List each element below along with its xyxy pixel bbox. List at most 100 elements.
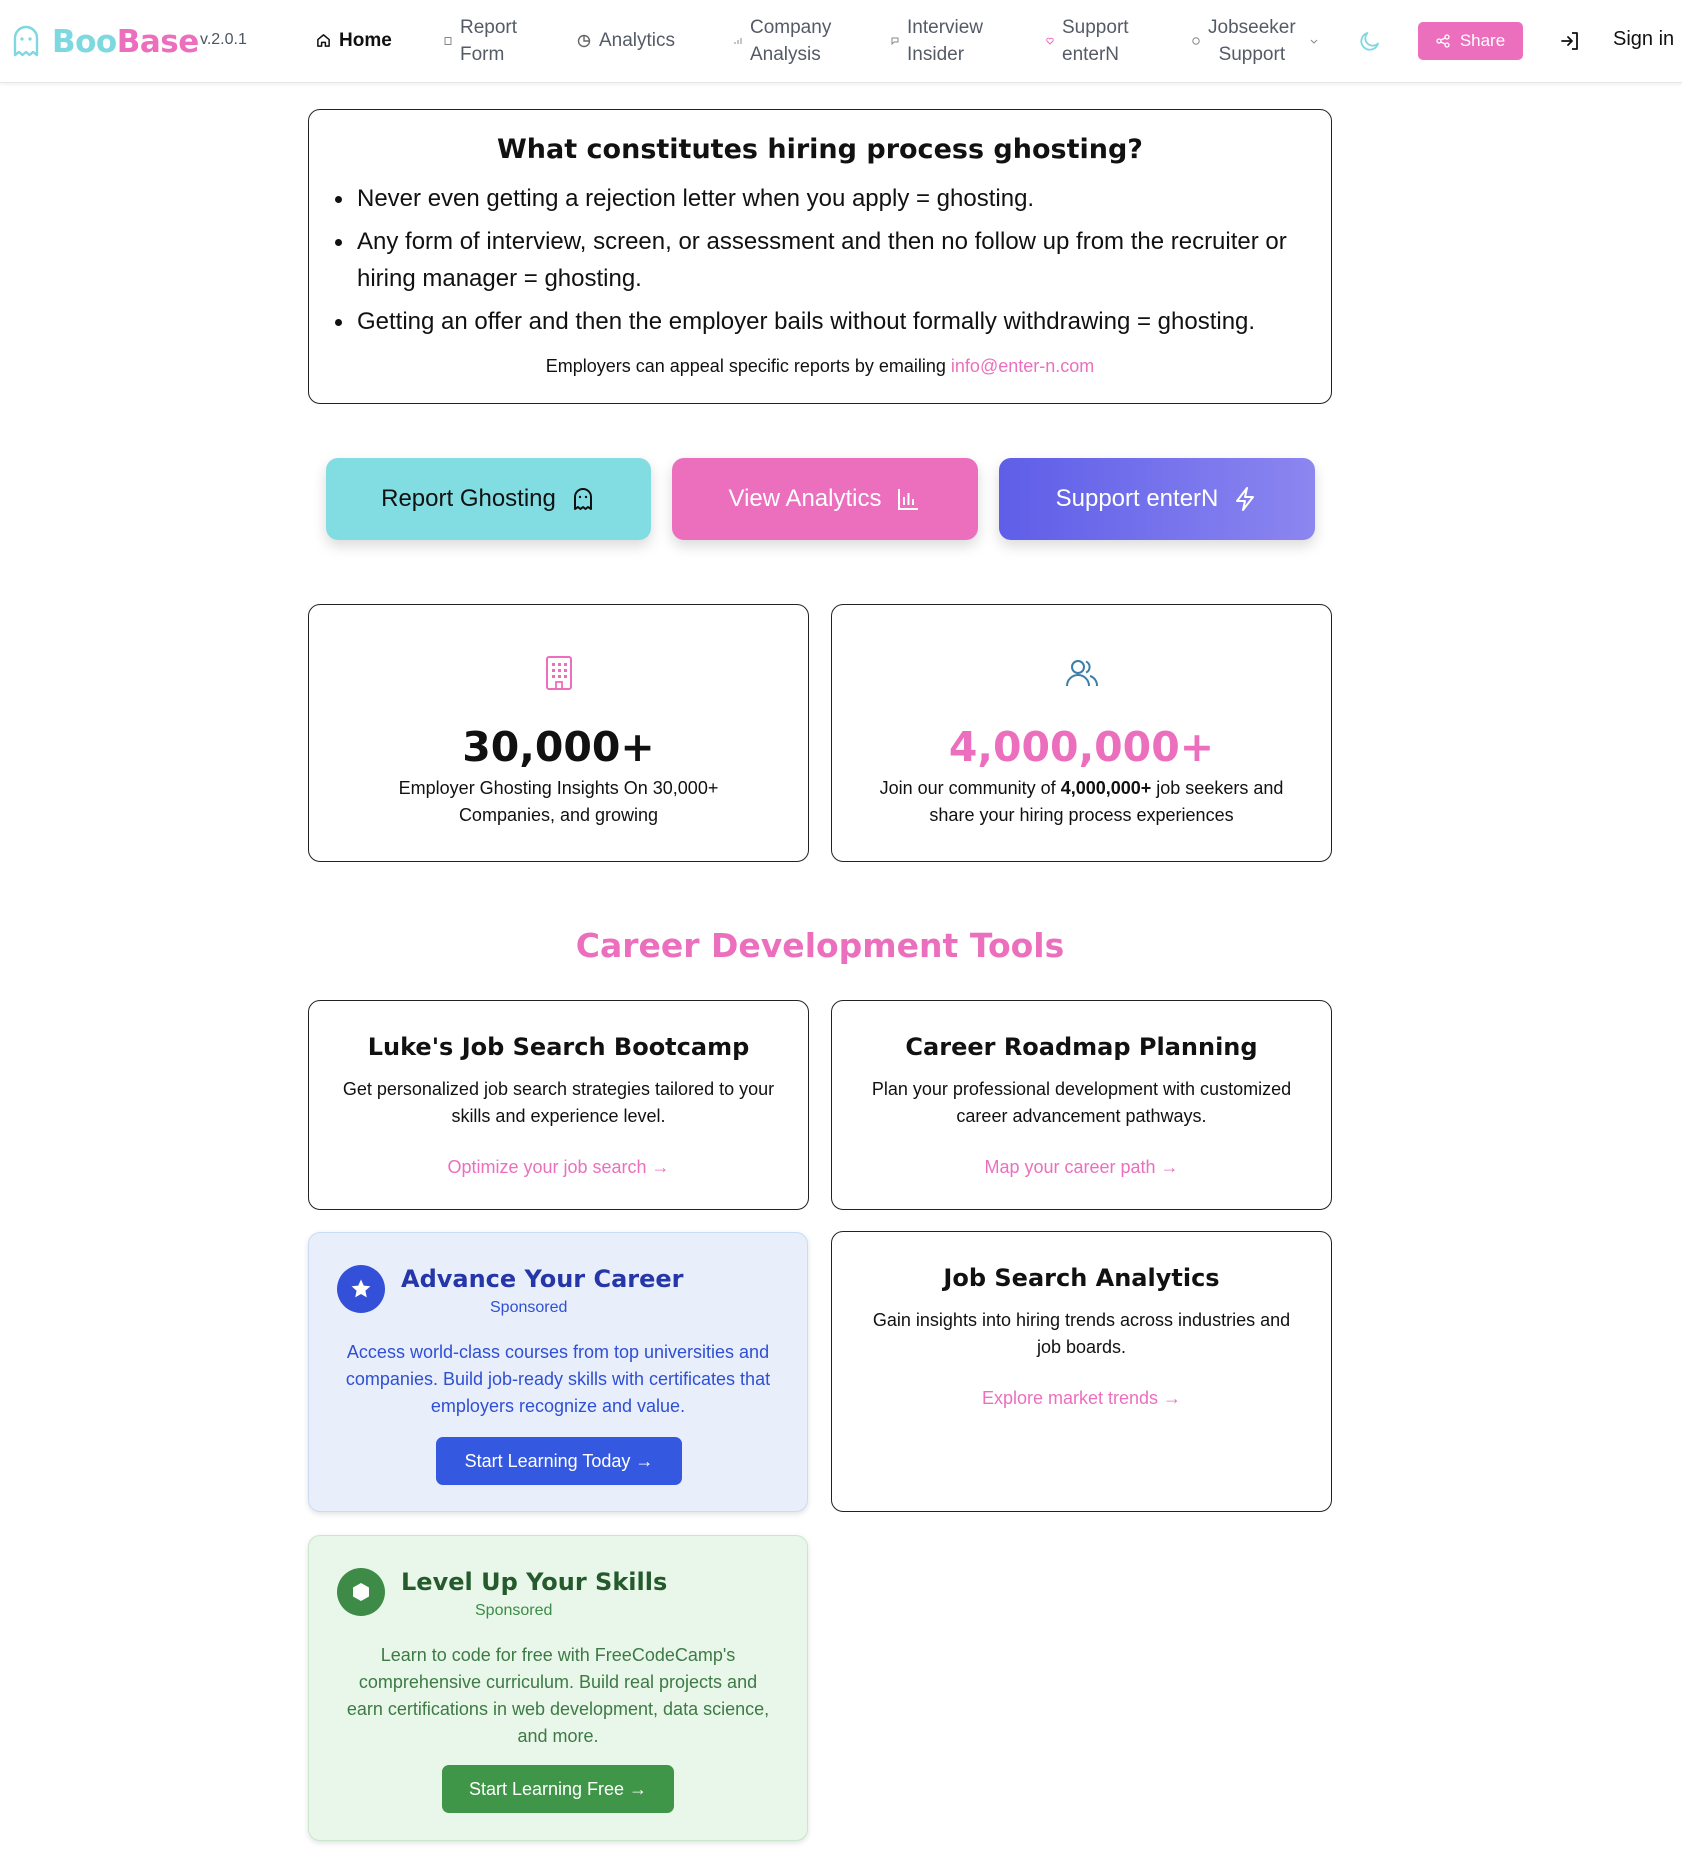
view-analytics-button[interactable]: View Analytics: [672, 458, 978, 540]
star-badge: [337, 1265, 385, 1313]
bootcamp-title: Luke's Job Search Bootcamp: [367, 1033, 750, 1061]
ghosting-bullet: Any form of interview, screen, or assess…: [335, 223, 1307, 297]
brand-name-part2: Base: [116, 24, 200, 60]
star-icon: [351, 1279, 371, 1298]
ghosting-bullet: Never even getting a rejection letter wh…: [335, 180, 1307, 217]
top-navbar: BooBase v.2.0.1 Home Report Form Analyti…: [0, 0, 1682, 83]
appeal-text: Employers can appeal specific reports by…: [545, 356, 951, 376]
community-count: 4,000,000+: [948, 723, 1215, 771]
ghosting-list: Never even getting a rejection letter wh…: [335, 180, 1307, 346]
companies-desc: Employer Ghosting Insights On 30,000+ Co…: [398, 778, 719, 825]
levelup-sponsored-tag: Sponsored: [475, 1602, 553, 1619]
nav-company-analysis-label: Company Analysis: [750, 14, 831, 68]
support-entern-button[interactable]: Support enterN: [999, 458, 1315, 540]
appeal-email-link[interactable]: info@enter-n.com: [950, 356, 1095, 376]
nav-jobseeker-support-line2: Support: [1218, 44, 1286, 65]
nav-home[interactable]: Home: [316, 27, 392, 54]
report-ghosting-label: Report Ghosting: [381, 485, 556, 512]
nav-home-label: Home: [339, 30, 392, 51]
report-ghosting-button[interactable]: Report Ghosting: [326, 458, 651, 540]
job-analytics-title: Job Search Analytics: [943, 1264, 1220, 1292]
nav-support-entern[interactable]: Support enterN: [1046, 14, 1129, 68]
start-learning-free-button[interactable]: Start Learning Free →: [442, 1765, 674, 1813]
nav-interview-insider[interactable]: Interview Insider: [891, 14, 983, 68]
roadmap-card[interactable]: Career Roadmap Planning Plan your profes…: [831, 1000, 1332, 1210]
help-circle-icon: [1192, 37, 1200, 45]
nav-support-entern-label: Support enterN: [1062, 14, 1129, 68]
ghosting-definition-box: What constitutes hiring process ghosting…: [308, 109, 1332, 404]
brand-name: BooBase: [52, 24, 199, 60]
pie-chart-icon: [577, 34, 591, 47]
home-icon: [317, 34, 330, 47]
level-up-sponsored-card[interactable]: Level Up Your Skills Sponsored Learn to …: [308, 1535, 808, 1841]
share-button[interactable]: Share: [1418, 22, 1523, 60]
nav-support-entern-line2: enterN: [1062, 44, 1120, 65]
nav-report-form[interactable]: Report Form: [444, 14, 517, 68]
nav-jobseeker-support-label: Jobseeker Support: [1208, 14, 1296, 68]
document-icon: [444, 37, 452, 45]
nav-report-form-line1: Report: [460, 17, 518, 38]
brand-logo[interactable]: BooBase: [12, 20, 199, 64]
ghosting-bullet: Getting an offer and then the employer b…: [335, 303, 1307, 340]
building-icon: [545, 656, 572, 690]
job-analytics-link[interactable]: Explore market trends →: [981, 1388, 1182, 1408]
advance-desc: Access world-class courses from top univ…: [345, 1342, 771, 1416]
job-analytics-desc: Gain insights into hiring trends across …: [872, 1310, 1291, 1357]
start-learning-today-button[interactable]: Start Learning Today →: [436, 1437, 682, 1485]
community-stat-card: 4,000,000+ Join our community of 4,000,0…: [831, 604, 1332, 862]
users-icon: [1065, 660, 1098, 687]
ghost-icon: [13, 25, 39, 57]
roadmap-link[interactable]: Map your career path →: [984, 1157, 1179, 1177]
companies-stat-card: 30,000+ Employer Ghosting Insights On 30…: [308, 604, 809, 862]
sign-in-link[interactable]: Sign in: [1613, 28, 1675, 50]
advance-career-sponsored-card[interactable]: Advance Your Career Sponsored Access wor…: [308, 1232, 808, 1512]
share-icon: [1436, 34, 1450, 48]
nav-report-form-line2: Form: [460, 44, 505, 65]
advance-sponsored-tag: Sponsored: [490, 1299, 568, 1316]
nav-company-analysis[interactable]: Company Analysis: [734, 14, 831, 68]
nav-jobseeker-support-line1: Jobseeker: [1208, 17, 1296, 38]
community-desc-part1: Join our community of: [879, 778, 1061, 798]
view-analytics-label: View Analytics: [728, 485, 882, 512]
nav-interview-insider-line1: Interview: [907, 17, 984, 38]
bar-chart-icon: [734, 38, 742, 44]
bootcamp-card[interactable]: Luke's Job Search Bootcamp Get personali…: [308, 1000, 809, 1210]
nav-report-form-label: Report Form: [460, 14, 517, 68]
levelup-desc: Learn to code for free with FreeCodeCamp…: [346, 1645, 770, 1746]
ghosting-title: What constitutes hiring process ghosting…: [497, 134, 1143, 165]
companies-count: 30,000+: [462, 723, 655, 771]
bootcamp-link[interactable]: Optimize your job search →: [447, 1157, 670, 1177]
roadmap-title: Career Roadmap Planning: [905, 1033, 1258, 1061]
version-label: v.2.0.1: [200, 31, 247, 48]
heart-icon: [1046, 37, 1054, 45]
nav-company-analysis-line2: Analysis: [750, 44, 821, 65]
community-desc-part2: job seekers and share your hiring proces…: [929, 778, 1284, 825]
login-icon[interactable]: [1558, 29, 1582, 53]
chat-icon: [891, 37, 899, 45]
community-desc: Join our community of 4,000,000+ job see…: [872, 775, 1291, 829]
support-entern-label: Support enterN: [1055, 485, 1219, 512]
nav-analytics-label: Analytics: [599, 30, 676, 51]
bootcamp-desc: Get personalized job search strategies t…: [342, 1079, 775, 1126]
community-desc-bold: 4,000,000+: [1060, 778, 1152, 798]
brand-name-part1: Boo: [52, 24, 117, 60]
hexagon-badge: [337, 1568, 385, 1616]
roadmap-desc: Plan your professional development with …: [871, 1079, 1292, 1126]
hexagon-icon: [353, 1583, 369, 1601]
moon-icon[interactable]: [1358, 29, 1382, 53]
career-tools-heading: Career Development Tools: [575, 926, 1065, 965]
nav-company-analysis-line1: Company: [750, 17, 832, 38]
lightning-icon: [1236, 487, 1255, 511]
levelup-title: Level Up Your Skills: [401, 1568, 668, 1596]
nav-interview-insider-line2: Insider: [907, 44, 965, 65]
appeal-note: Employers can appeal specific reports by…: [309, 356, 1331, 377]
nav-analytics[interactable]: Analytics: [577, 27, 675, 54]
nav-jobseeker-support[interactable]: Jobseeker Support: [1192, 14, 1318, 68]
ghost-icon: [573, 488, 592, 510]
chevron-down-icon: [1310, 39, 1318, 44]
bar-chart-icon: [898, 489, 919, 510]
nav-support-entern-line1: Support: [1062, 17, 1129, 38]
advance-title: Advance Your Career: [401, 1265, 684, 1293]
nav-interview-insider-label: Interview Insider: [907, 14, 983, 68]
job-search-analytics-card[interactable]: Job Search Analytics Gain insights into …: [831, 1231, 1332, 1512]
